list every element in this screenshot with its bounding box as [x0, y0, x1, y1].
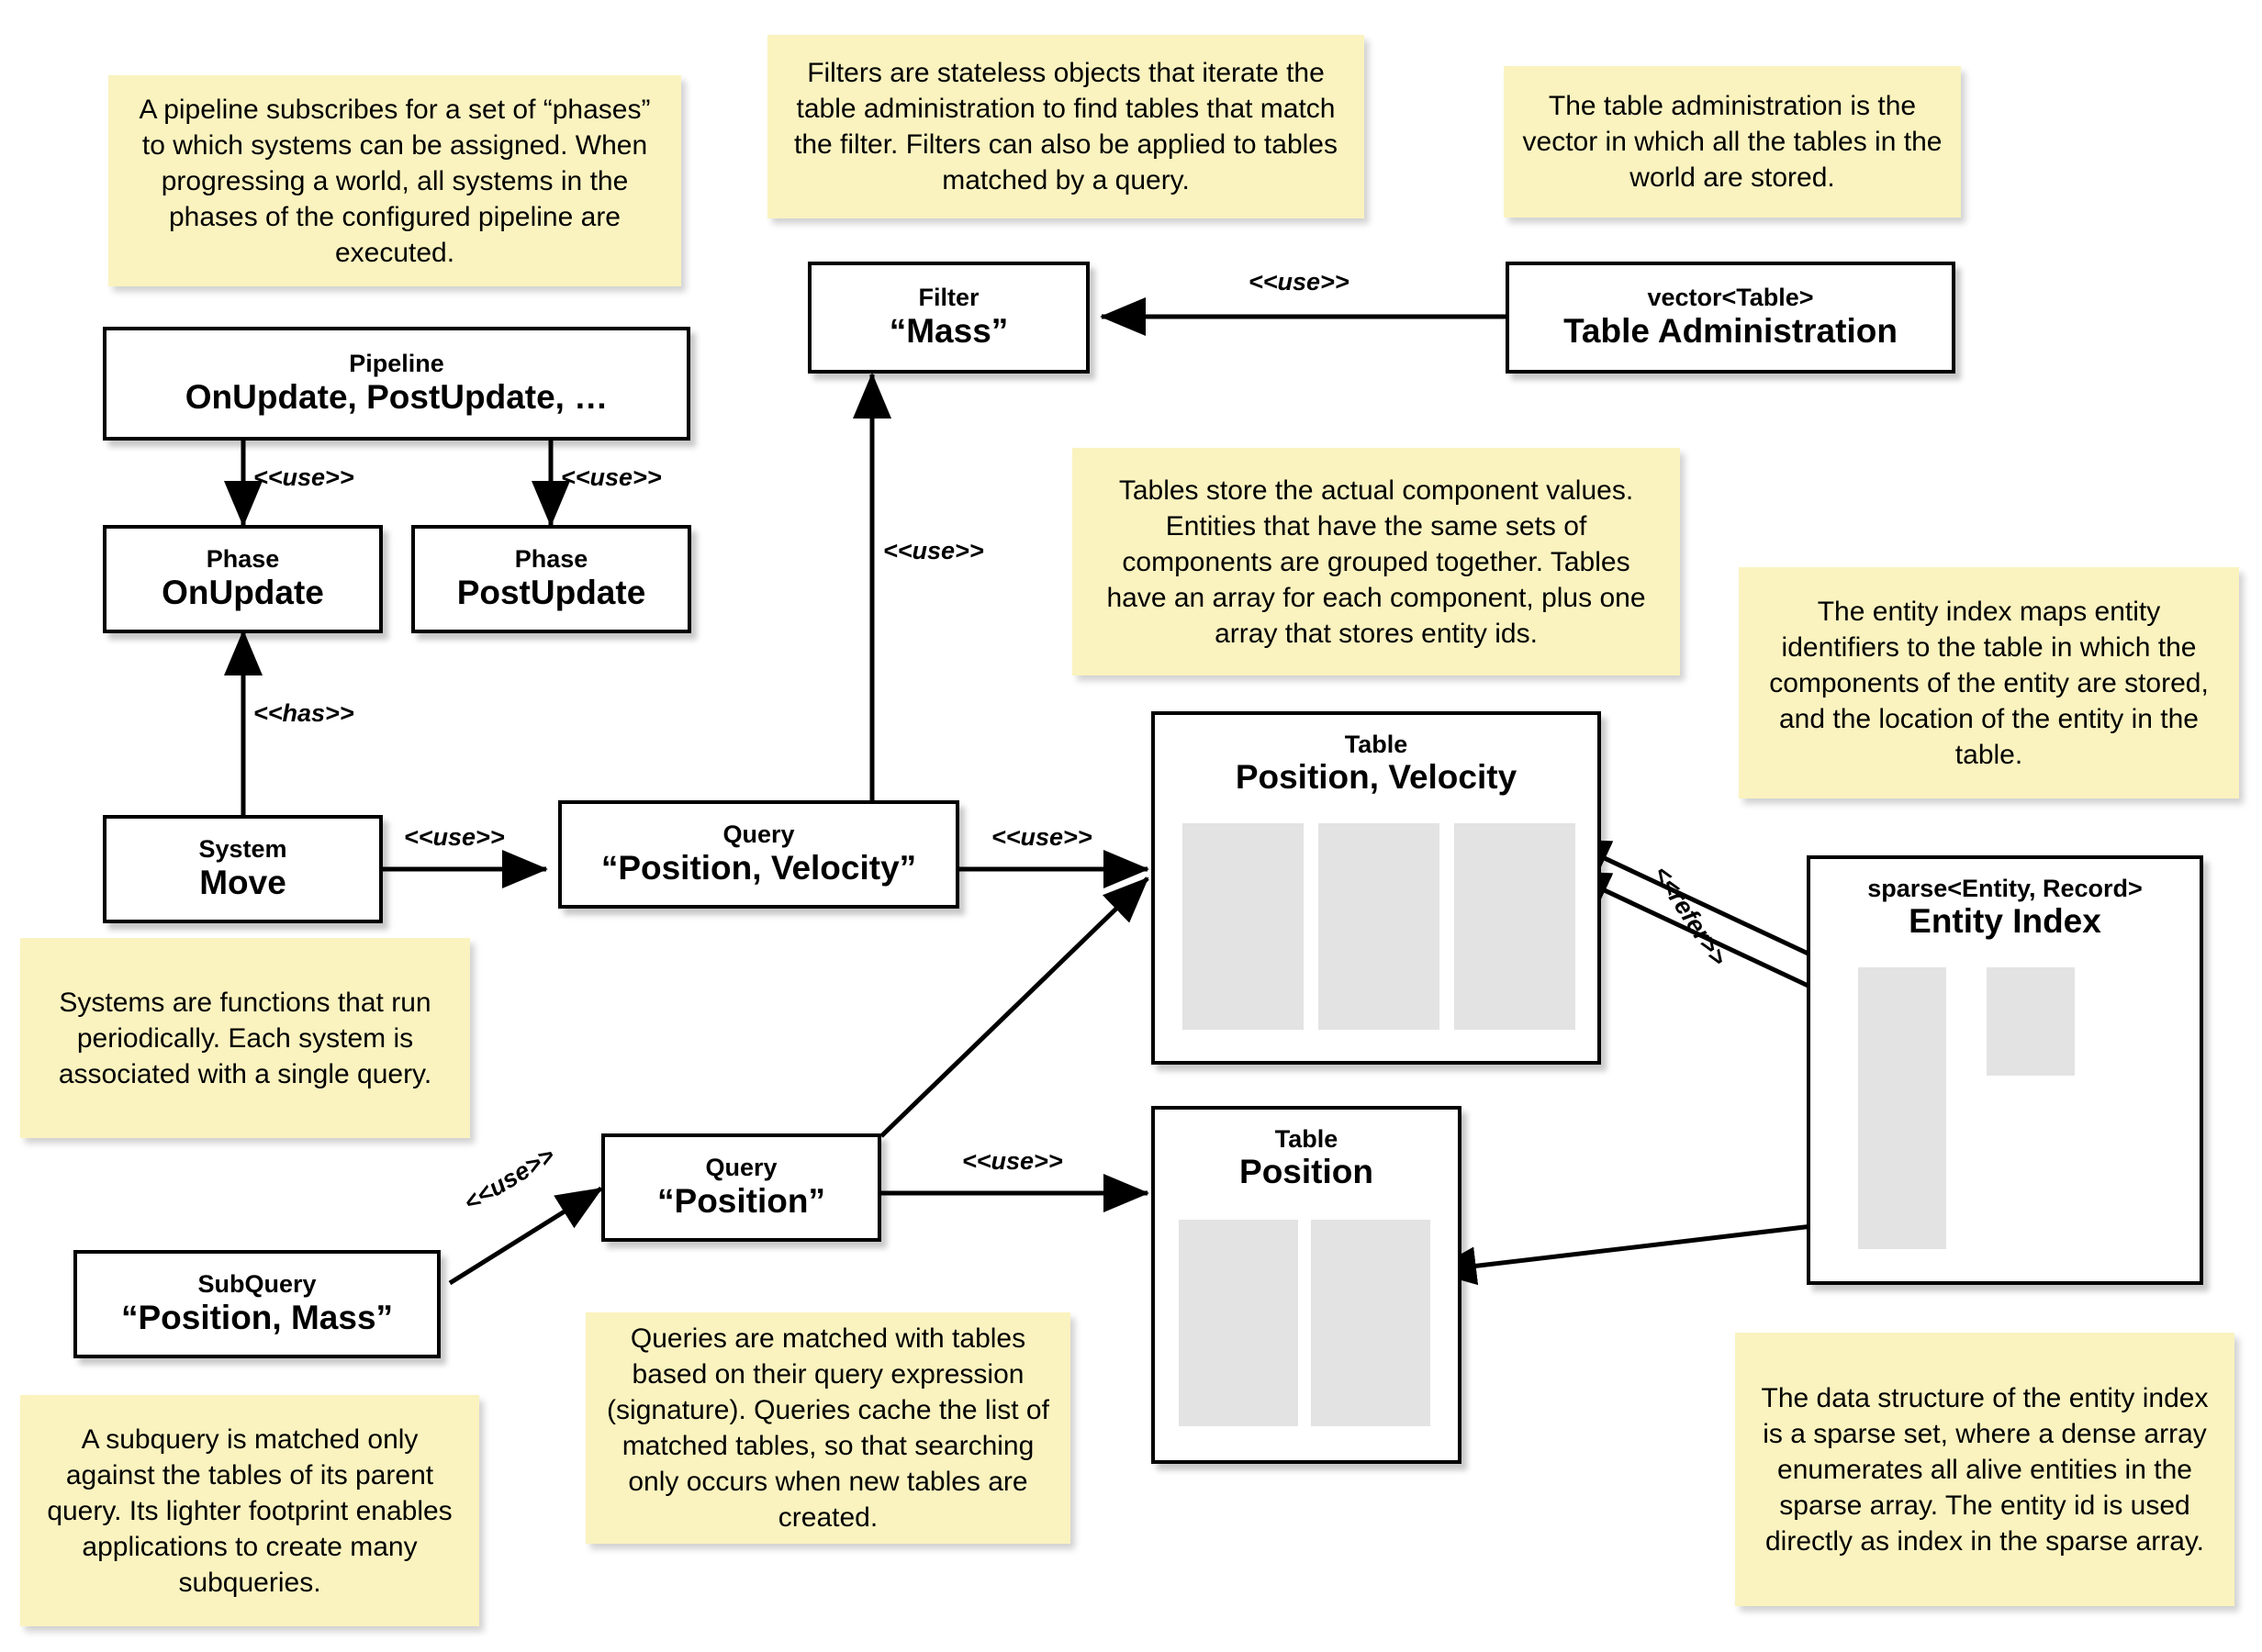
edge-label-admin-uses-filter: <<use>>	[1249, 268, 1349, 296]
box-query-position-name: “Position”	[657, 1181, 825, 1220]
box-table-position-stereotype: Table	[1274, 1125, 1338, 1153]
edge-label-index-refer-table: <<refer>>	[1647, 861, 1733, 971]
link-index-tablep	[1430, 1218, 1860, 1286]
note-tables-text: Tables store the actual component values…	[1106, 474, 1646, 649]
note-pipeline: A pipeline subscribes for a set of “phas…	[108, 75, 681, 286]
note-sparse-set-text: The data structure of the entity index i…	[1761, 1382, 2209, 1557]
box-table-administration-name: Table Administration	[1563, 311, 1898, 350]
edge-label-query-uses-filter: <<use>>	[883, 537, 984, 564]
box-table-administration-stereotype: vector<Table>	[1647, 284, 1814, 312]
table-position-columns	[1179, 1220, 1441, 1426]
edge-label-system-has-phase: <<has>>	[253, 699, 354, 727]
box-query-position-velocity-stereotype: Query	[722, 820, 795, 849]
box-table-position-velocity[interactable]: Table Position, Velocity	[1151, 711, 1601, 1065]
box-table-administration[interactable]: vector<Table> Table Administration	[1506, 262, 1955, 374]
table-column-array	[1318, 823, 1439, 1030]
link-queryp-tablepv	[879, 876, 1149, 1138]
table-column-array	[1454, 823, 1575, 1030]
box-phase-onupdate-name: OnUpdate	[162, 573, 324, 611]
edge-label-pipeline-postupdate: <<use>>	[561, 463, 662, 491]
table-position-velocity-columns	[1182, 823, 1577, 1030]
edge-label-pipeline-onupdate: <<use>>	[253, 463, 354, 491]
table-column-array	[1311, 1220, 1430, 1426]
note-tables: Tables store the actual component values…	[1072, 448, 1680, 675]
box-table-position-velocity-stereotype: Table	[1344, 731, 1408, 758]
box-filter-mass-name: “Mass”	[889, 311, 1009, 350]
box-query-position-velocity[interactable]: Query “Position, Velocity”	[558, 800, 959, 909]
box-table-position[interactable]: Table Position	[1151, 1106, 1461, 1464]
note-entity-index-text: The entity index maps entity identifiers…	[1769, 596, 2209, 770]
box-phase-postupdate-name: PostUpdate	[456, 573, 646, 611]
box-query-position-stereotype: Query	[705, 1154, 778, 1182]
box-query-position-velocity-name: “Position, Velocity”	[600, 848, 917, 887]
note-systems: Systems are functions that run periodica…	[20, 938, 470, 1138]
note-systems-text: Systems are functions that run periodica…	[58, 987, 432, 1089]
box-table-position-name: Position	[1239, 1153, 1373, 1191]
note-filter-text: Filters are stateless objects that itera…	[793, 58, 1338, 195]
box-subquery-position-mass-stereotype: SubQuery	[197, 1270, 317, 1299]
note-sparse-set: The data structure of the entity index i…	[1735, 1333, 2234, 1606]
table-column-array	[1182, 823, 1304, 1030]
note-table-administration-text: The table administration is the vector i…	[1522, 91, 1943, 193]
note-table-administration: The table administration is the vector i…	[1504, 66, 1961, 218]
box-pipeline[interactable]: Pipeline OnUpdate, PostUpdate, …	[103, 327, 690, 441]
box-entity-index[interactable]: sparse<Entity, Record> Entity Index	[1807, 855, 2203, 1285]
box-phase-onupdate[interactable]: Phase OnUpdate	[103, 525, 383, 633]
box-entity-index-name: Entity Index	[1909, 902, 2101, 941]
note-queries-text: Queries are matched with tables based on…	[607, 1323, 1049, 1533]
box-filter-mass[interactable]: Filter “Mass”	[808, 262, 1090, 374]
table-column-array	[1179, 1220, 1298, 1426]
edge-label-queryp-uses-table: <<use>>	[962, 1147, 1063, 1175]
note-pipeline-text: A pipeline subscribes for a set of “phas…	[139, 94, 651, 268]
box-filter-mass-stereotype: Filter	[918, 284, 980, 312]
note-subquery: A subquery is matched only against the t…	[20, 1395, 479, 1626]
box-phase-postupdate[interactable]: Phase PostUpdate	[411, 525, 691, 633]
box-phase-onupdate-stereotype: Phase	[206, 545, 280, 574]
edge-label-system-uses-query: <<use>>	[404, 823, 505, 851]
box-subquery-position-mass-name: “Position, Mass”	[120, 1298, 394, 1336]
box-system-move-stereotype: System	[198, 835, 287, 864]
box-subquery-position-mass[interactable]: SubQuery “Position, Mass”	[73, 1250, 441, 1358]
edge-label-subquery-uses-query: <<use>>	[459, 1141, 560, 1217]
box-system-move[interactable]: System Move	[103, 815, 383, 923]
edge-label-querypv-uses-table: <<use>>	[991, 823, 1092, 851]
note-subquery-text: A subquery is matched only against the t…	[47, 1423, 453, 1598]
note-filter: Filters are stateless objects that itera…	[767, 35, 1364, 218]
box-pipeline-name: OnUpdate, PostUpdate, …	[185, 377, 609, 416]
box-table-position-velocity-name: Position, Velocity	[1235, 758, 1517, 797]
entity-index-dense-array	[1987, 967, 2075, 1076]
note-queries: Queries are matched with tables based on…	[586, 1312, 1070, 1544]
box-phase-postupdate-stereotype: Phase	[514, 545, 588, 574]
box-query-position[interactable]: Query “Position”	[601, 1133, 881, 1242]
note-entity-index: The entity index maps entity identifiers…	[1739, 567, 2239, 798]
entity-index-sparse-array	[1858, 967, 1946, 1249]
box-pipeline-stereotype: Pipeline	[349, 350, 444, 378]
box-entity-index-stereotype: sparse<Entity, Record>	[1867, 875, 2143, 902]
box-system-move-name: Move	[199, 863, 286, 901]
